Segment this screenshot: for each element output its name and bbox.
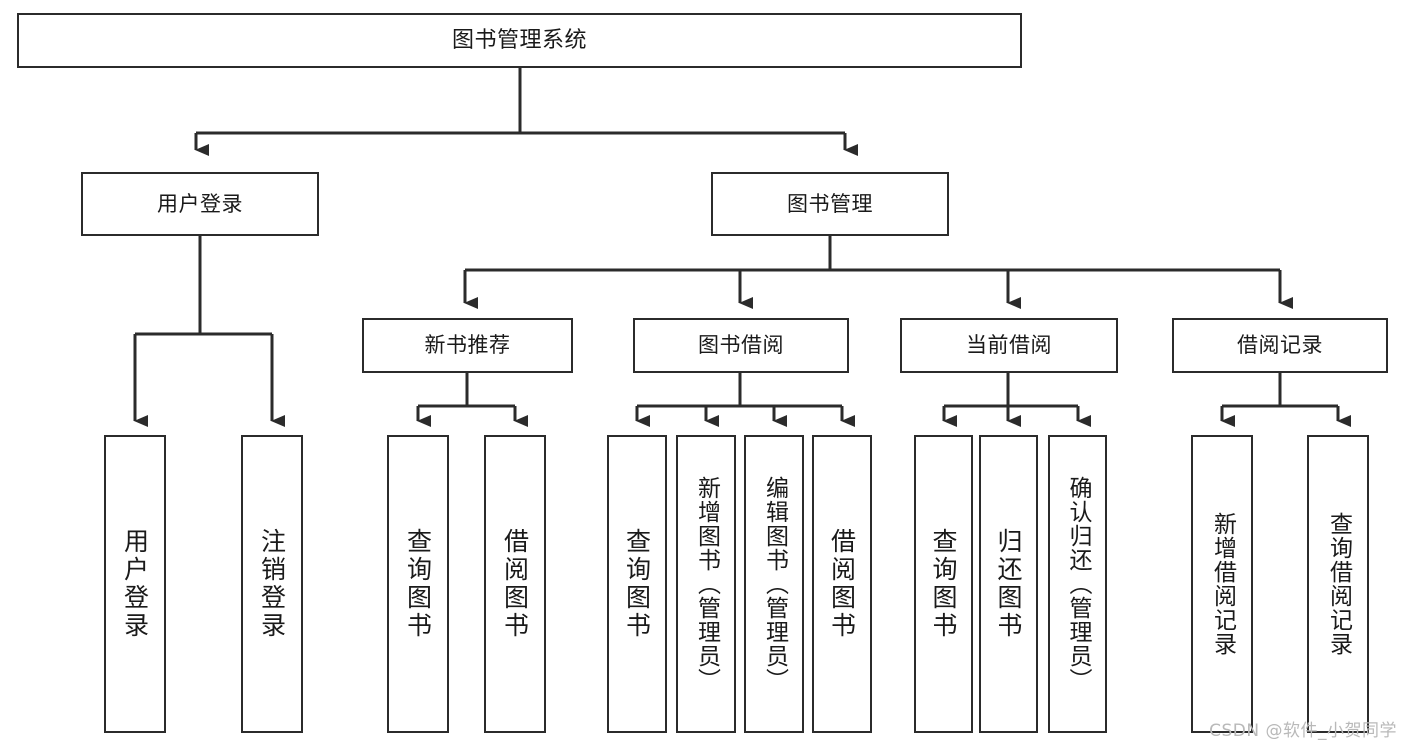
leaf-borrow-add-book-admin[interactable]: 新增图书（管理员） [676, 435, 736, 733]
node-label: 当前借阅 [966, 333, 1052, 358]
node-label: 编辑图书（管理员） [761, 476, 788, 692]
leaf-current-return-book[interactable]: 归还图书 [979, 435, 1038, 733]
node-label: 用户登录 [157, 191, 243, 216]
leaf-logout[interactable]: 注销登录 [241, 435, 303, 733]
node-label: 查询图书 [403, 528, 433, 640]
node-label: 借阅图书 [500, 528, 530, 640]
node-borrow-record[interactable]: 借阅记录 [1172, 318, 1388, 373]
node-label: 图书借阅 [698, 333, 784, 358]
node-label: 新增图书（管理员） [693, 476, 720, 692]
node-label: 图书管理系统 [451, 27, 587, 53]
leaf-newbook-borrow-book[interactable]: 借阅图书 [484, 435, 546, 733]
node-label: 注销登录 [257, 528, 287, 640]
node-user-login[interactable]: 用户登录 [81, 172, 319, 236]
leaf-newbook-query-book[interactable]: 查询图书 [387, 435, 449, 733]
leaf-record-query-borrow-record[interactable]: 查询借阅记录 [1307, 435, 1369, 733]
node-label: 查询图书 [929, 528, 958, 640]
node-current-borrow[interactable]: 当前借阅 [900, 318, 1118, 373]
node-label: 确认归还（管理员） [1065, 476, 1091, 692]
csdn-watermark: CSDN @软件_小贺同学 [1209, 721, 1397, 741]
node-label: 查询图书 [622, 528, 652, 640]
leaf-user-login[interactable]: 用户登录 [104, 435, 166, 733]
leaf-record-add-borrow-record[interactable]: 新增借阅记录 [1191, 435, 1253, 733]
leaf-current-query-book[interactable]: 查询图书 [914, 435, 973, 733]
node-label: 查询借阅记录 [1325, 512, 1352, 656]
node-label: 借阅图书 [827, 528, 857, 640]
node-label: 新增借阅记录 [1209, 512, 1236, 656]
node-root-system[interactable]: 图书管理系统 [17, 13, 1022, 68]
leaf-borrow-query-book[interactable]: 查询图书 [607, 435, 667, 733]
leaf-borrow-edit-book-admin[interactable]: 编辑图书（管理员） [744, 435, 804, 733]
node-label: 归还图书 [994, 528, 1023, 640]
node-new-book-recommend[interactable]: 新书推荐 [362, 318, 573, 373]
node-label: 用户登录 [120, 528, 150, 640]
node-label: 借阅记录 [1237, 333, 1323, 358]
node-book-borrow[interactable]: 图书借阅 [633, 318, 849, 373]
leaf-borrow-borrow-book[interactable]: 借阅图书 [812, 435, 872, 733]
leaf-current-confirm-return-admin[interactable]: 确认归还（管理员） [1048, 435, 1107, 733]
node-book-management[interactable]: 图书管理 [711, 172, 949, 236]
node-label: 新书推荐 [424, 333, 511, 358]
node-label: 图书管理 [787, 191, 873, 216]
